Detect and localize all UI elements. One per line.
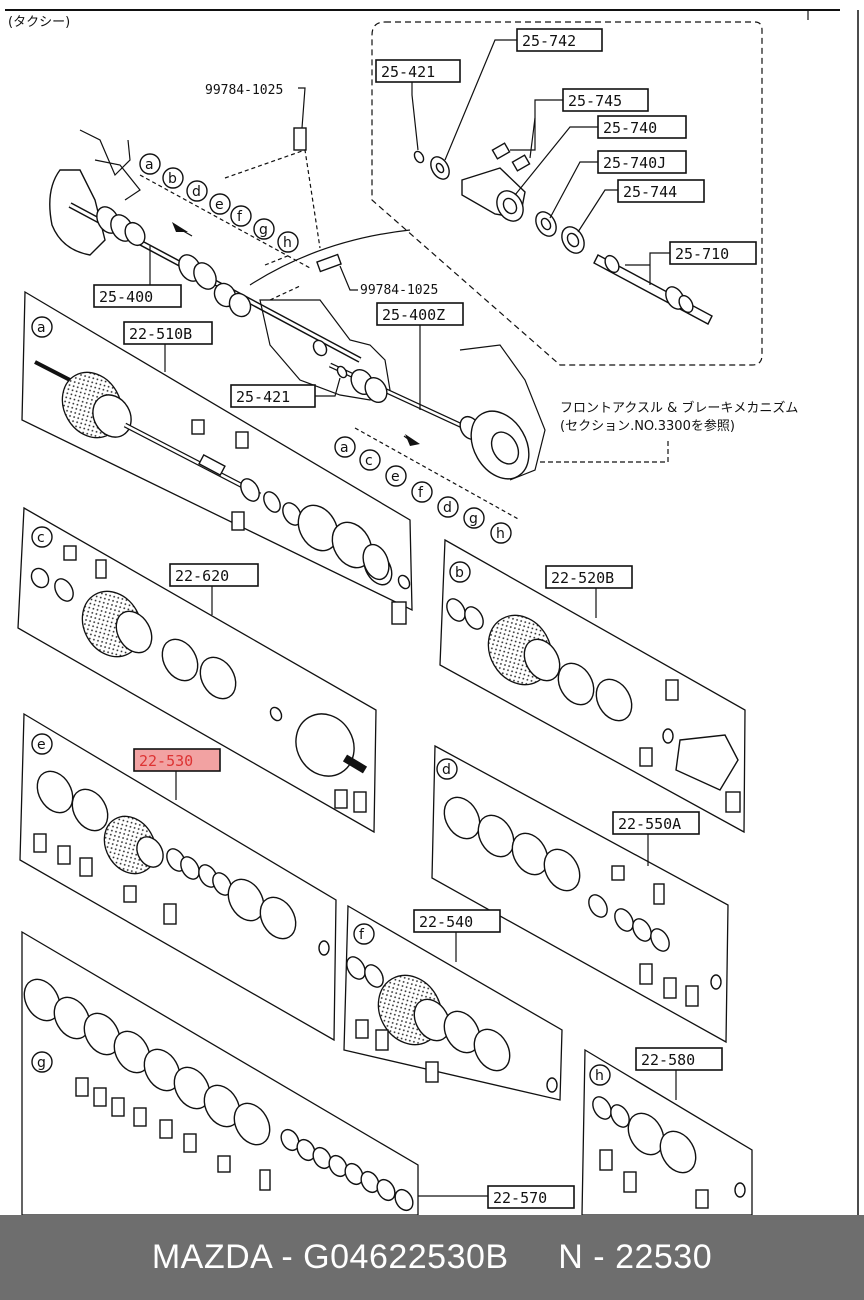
callout-22-570: 22-570 <box>487 1185 575 1209</box>
svg-text:h: h <box>496 526 505 542</box>
svg-text:22-520B: 22-520B <box>551 569 614 587</box>
drive-shaft-upper-icon <box>68 202 362 363</box>
panel-a-letter: a <box>37 320 46 336</box>
callout-25-742: 25-742 <box>516 28 603 52</box>
panel-d-letter: d <box>442 762 451 778</box>
svg-text:22-620: 22-620 <box>175 567 229 585</box>
callout-22-550a: 22-550A <box>612 811 700 835</box>
panel-e-parts <box>33 770 330 956</box>
callout-25-744: 25-744 <box>617 179 705 203</box>
header-tag: (タクシー) <box>8 15 70 30</box>
callout-22-510b: 22-510B <box>123 321 213 345</box>
svg-text:c: c <box>365 453 373 469</box>
svg-text:d: d <box>192 184 201 200</box>
svg-text:25-400: 25-400 <box>99 288 153 306</box>
panel-e-letter: e <box>37 737 46 753</box>
svg-text:22-570: 22-570 <box>493 1189 547 1207</box>
svg-text:g: g <box>469 511 478 527</box>
bolt-lower-icon <box>316 253 342 273</box>
panel-b <box>439 538 746 834</box>
callout-25-710: 25-710 <box>669 241 757 265</box>
svg-text:e: e <box>391 469 400 485</box>
callout-22-540: 22-540 <box>413 909 501 933</box>
panel-c-letter: c <box>37 530 45 546</box>
inset-parts <box>413 142 713 325</box>
note-line2: (セクション.NO.3300を参照) <box>560 418 735 434</box>
callout-22-520b: 22-520B <box>545 565 633 589</box>
letter-row-upper: a b d e f g h <box>139 153 299 253</box>
drive-shaft-right-icon <box>328 362 530 480</box>
panel-a <box>21 290 413 612</box>
bracket-outline <box>259 299 391 401</box>
bolt-ref-upper: 99784-1025 <box>205 83 283 98</box>
part-number-footer: MAZDA - G04622530B N - 22530 <box>0 1215 864 1300</box>
svg-text:f: f <box>237 209 243 225</box>
diagram-canvas: (タクシー) 25-742 <box>5 9 859 1216</box>
panel-g-letter: g <box>37 1055 46 1071</box>
parts-diagram: (タクシー) 25-742 <box>5 9 859 1216</box>
callout-22-580: 22-580 <box>635 1047 723 1071</box>
callout-25-740j: 25-740J <box>597 150 687 174</box>
svg-text:25-745: 25-745 <box>568 92 622 110</box>
snap-ring-25-421-icon <box>413 150 425 164</box>
svg-text:22-580: 22-580 <box>641 1051 695 1069</box>
inset-dashed-border <box>371 21 763 366</box>
svg-text:25-421: 25-421 <box>236 388 290 406</box>
panel-c <box>17 506 377 834</box>
callout-25-421-mid: 25-421 <box>230 384 316 408</box>
footer-text: MAZDA - G04622530B N - 22530 <box>151 1238 713 1276</box>
bolt-upper-icon <box>293 127 307 151</box>
svg-text:25-710: 25-710 <box>675 245 729 263</box>
svg-text:d: d <box>443 500 452 516</box>
svg-text:25-740: 25-740 <box>603 119 657 137</box>
callout-25-400z: 25-400Z <box>376 302 464 326</box>
panel-d-parts <box>443 796 722 1007</box>
svg-text:22-540: 22-540 <box>419 913 473 931</box>
callout-25-400: 25-400 <box>93 284 182 308</box>
svg-text:22-510B: 22-510B <box>129 325 192 343</box>
svg-text:b: b <box>168 171 177 187</box>
svg-text:a: a <box>145 157 154 173</box>
transmission-outline-icon <box>49 169 106 256</box>
svg-text:g: g <box>259 222 268 238</box>
panel-e <box>19 712 337 1042</box>
panel-f <box>343 904 563 1101</box>
svg-text:e: e <box>215 197 224 213</box>
panel-h-parts <box>592 1096 746 1209</box>
panel-g-parts <box>23 978 414 1212</box>
panel-b-parts <box>446 598 741 813</box>
panel-h-letter: h <box>595 1068 604 1084</box>
panel-d <box>431 744 729 1044</box>
bolt-ref-lower: 99784-1025 <box>360 283 438 298</box>
svg-text:22-550A: 22-550A <box>618 815 681 833</box>
svg-text:22-530: 22-530 <box>139 752 193 770</box>
panel-f-parts <box>346 956 558 1093</box>
svg-text:25-744: 25-744 <box>623 183 677 201</box>
callout-22-530: 22-530 <box>133 748 221 772</box>
svg-text:25-421: 25-421 <box>381 63 435 81</box>
panel-c-parts <box>30 543 411 813</box>
callout-25-421-top: 25-421 <box>375 59 461 83</box>
svg-text:25-740J: 25-740J <box>603 154 666 172</box>
note-line1: フロントアクスル & ブレーキメカニズム <box>560 400 798 416</box>
arrow-lower-icon <box>405 434 420 446</box>
panel-b-letter: b <box>455 565 464 581</box>
svg-text:h: h <box>283 235 292 251</box>
svg-text:a: a <box>340 440 349 456</box>
letter-row-lower: a c e f d g h <box>334 436 512 544</box>
callout-25-740: 25-740 <box>597 115 687 139</box>
svg-text:f: f <box>418 485 424 501</box>
svg-text:25-400Z: 25-400Z <box>382 306 445 324</box>
callout-22-620: 22-620 <box>169 563 259 587</box>
callout-25-745: 25-745 <box>562 88 649 112</box>
bolt-25-745-icon <box>491 142 511 160</box>
arrow-upper-icon <box>172 222 188 232</box>
panel-a-parts <box>34 360 393 586</box>
svg-text:25-742: 25-742 <box>522 32 576 50</box>
panel-f-letter: f <box>359 927 365 943</box>
